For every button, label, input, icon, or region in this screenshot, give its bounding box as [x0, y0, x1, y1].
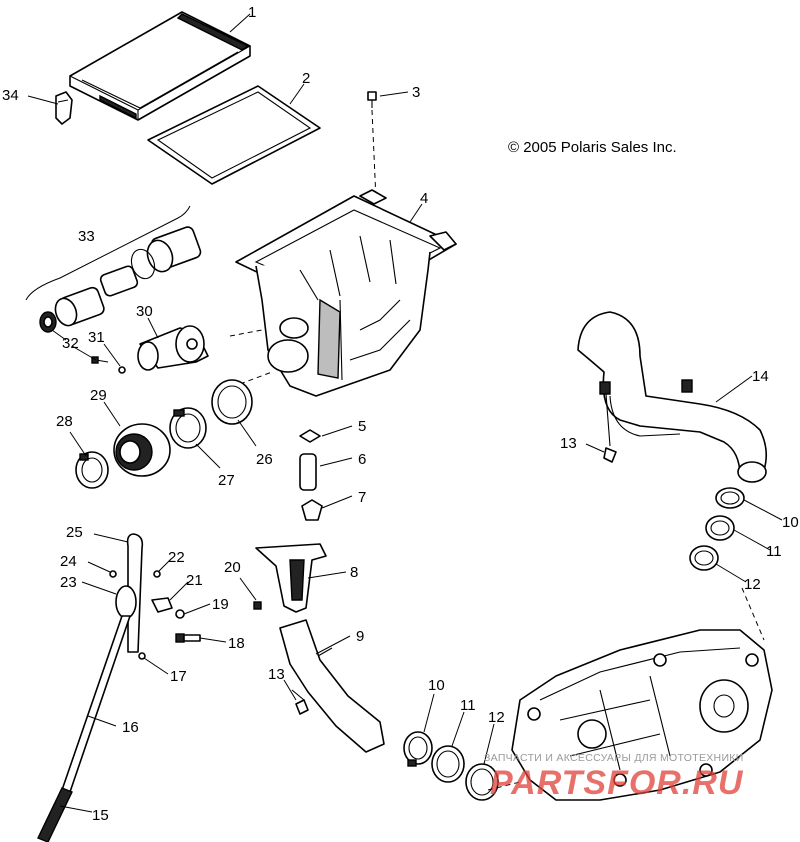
leader-lines: [27, 13, 783, 813]
part-1-air-filter: [69, 11, 251, 121]
part-8-bracket: [255, 543, 327, 613]
copyright-text: © 2005 Polaris Sales Inc.: [508, 139, 677, 156]
callout-29: 29: [90, 387, 107, 404]
part-12-clamp-lower: [465, 763, 499, 801]
dash-line: [229, 329, 263, 337]
dash-line: [239, 371, 273, 385]
part-11-coupler-lower: [431, 745, 465, 783]
part-10-clamp-lower: [403, 731, 433, 767]
callout-28: 28: [56, 413, 73, 430]
part-13-sensor-left: [291, 689, 309, 715]
part-34-clip: [55, 91, 73, 125]
part-19-clip: [175, 609, 185, 619]
callout-4: 4: [420, 190, 428, 207]
callout-17: 17: [170, 668, 187, 685]
callout-32: 32: [62, 335, 79, 352]
callout-24: 24: [60, 553, 77, 570]
part-12-clamp-upper: [689, 545, 719, 571]
callout-23: 23: [60, 574, 77, 591]
callout-3: 3: [412, 84, 420, 101]
part-28-clamp: [75, 451, 109, 489]
part-5-cap: [299, 429, 321, 443]
callout-6: 6: [358, 451, 366, 468]
part-16-hose: [61, 615, 131, 793]
callout-11-upper: 11: [766, 543, 782, 560]
callout-2: 2: [302, 70, 310, 87]
part-3-screw: [367, 91, 377, 201]
part-17-clip: [138, 652, 146, 660]
callout-27: 27: [218, 472, 235, 489]
part-18-bolt: [175, 633, 201, 643]
part-24-clip: [109, 570, 117, 578]
part-20-screw: [253, 601, 262, 610]
callout-11-lower: 11: [460, 697, 476, 714]
callout-10-upper: 10: [782, 514, 799, 531]
part-15-hose-end: [37, 787, 73, 842]
part-11-coupler-upper: [705, 515, 735, 541]
part-7-fitting: [301, 499, 323, 521]
callout-31: 31: [88, 329, 105, 346]
callouts: 1 2 3 4 5 6 7 8 9 10 10 11 11 12 12 13 1…: [2, 4, 799, 824]
callout-13-right: 13: [560, 435, 577, 452]
watermark: ЗАПЧАСТИ И АКСЕССУАРЫ ДЛЯ МОТОТЕХНИКИ PA…: [484, 752, 744, 802]
callout-8: 8: [350, 564, 358, 581]
callout-16: 16: [122, 719, 139, 736]
watermark-logo: PARTSFOR.RU: [490, 764, 744, 802]
part-6-drain-tube: [299, 453, 317, 491]
part-31-bolt: [91, 356, 126, 374]
callout-25: 25: [66, 524, 83, 541]
callout-20: 20: [224, 559, 241, 576]
part-9-duct: [279, 619, 385, 753]
callout-22: 22: [168, 549, 185, 566]
transmission-cover: [511, 629, 773, 801]
part-21-fitting: [151, 597, 173, 613]
callout-7: 7: [358, 489, 366, 506]
part-30-intake-tube: [137, 325, 209, 371]
callout-19: 19: [212, 596, 229, 613]
part-29-coupler: [113, 423, 171, 477]
callout-9: 9: [356, 628, 364, 645]
callout-34: 34: [2, 87, 19, 104]
callout-12-upper: 12: [744, 576, 761, 593]
part-2-gasket: [147, 85, 321, 185]
callout-21: 21: [186, 572, 203, 589]
part-14-cvt-duct: [577, 311, 768, 483]
dash-line: [487, 781, 521, 791]
callout-10-lower: 10: [428, 677, 445, 694]
callout-5: 5: [358, 418, 366, 435]
callout-13-left: 13: [268, 666, 285, 683]
part-10-clamp-upper: [715, 487, 745, 509]
callout-18: 18: [228, 635, 245, 652]
part-23-filter: [115, 585, 137, 619]
part-22-clip: [153, 570, 161, 578]
callout-26: 26: [256, 451, 273, 468]
part-33-tube-kit: [25, 205, 202, 327]
callout-14: 14: [752, 368, 769, 385]
dash-line: [741, 587, 765, 641]
part-32-boot: [39, 311, 57, 333]
callout-1: 1: [248, 4, 256, 21]
callout-15: 15: [92, 807, 109, 824]
part-4-airbox: [235, 189, 457, 397]
callout-12-lower: 12: [488, 709, 505, 726]
watermark-caption: ЗАПЧАСТИ И АКСЕССУАРЫ ДЛЯ МОТОТЕХНИКИ: [484, 752, 744, 764]
part-27-clamp: [169, 407, 207, 449]
callout-33: 33: [78, 228, 95, 245]
part-13-sensor-right: [603, 393, 617, 463]
part-26-sleeve: [211, 379, 253, 425]
callout-30: 30: [136, 303, 153, 320]
